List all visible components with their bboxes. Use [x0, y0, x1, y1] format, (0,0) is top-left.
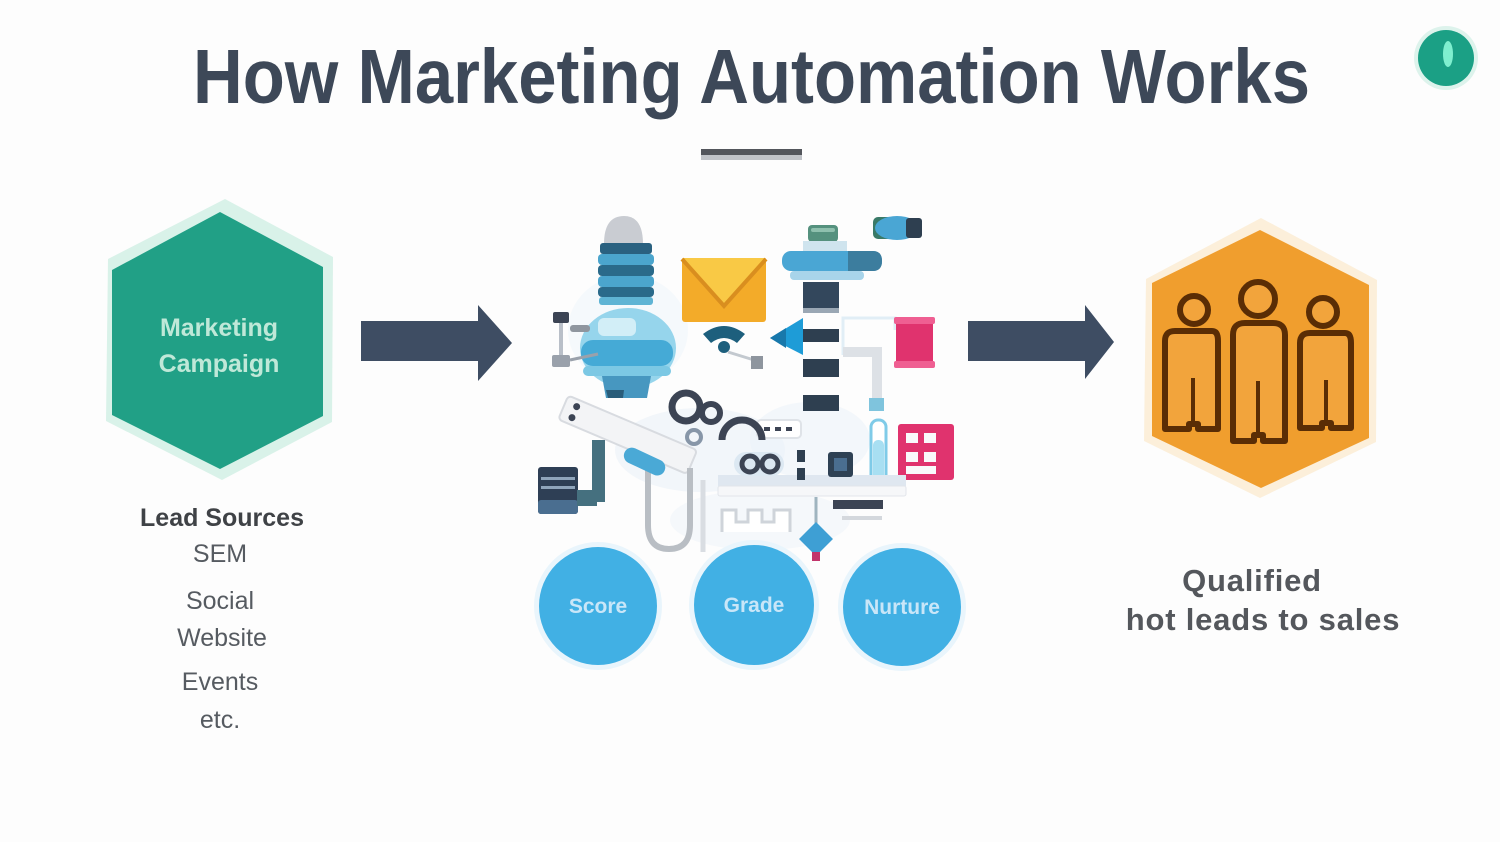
svg-text:Score: Score	[569, 595, 627, 618]
svg-text:Lead Sources: Lead Sources	[140, 504, 304, 532]
svg-text:Grade: Grade	[724, 594, 785, 617]
svg-text:Marketing: Marketing	[160, 314, 278, 342]
svg-text:Events: Events	[182, 668, 258, 696]
svg-text:hot leads to sales: hot leads to sales	[1126, 602, 1401, 637]
svg-text:etc.: etc.	[200, 706, 240, 734]
svg-text:Website: Website	[177, 624, 267, 652]
svg-text:How Marketing Automation Works: How Marketing Automation Works	[193, 34, 1310, 120]
svg-text:Nurture: Nurture	[864, 596, 940, 619]
svg-text:Qualified: Qualified	[1182, 563, 1322, 598]
svg-text:SEM: SEM	[193, 540, 247, 568]
svg-text:Social: Social	[186, 587, 254, 615]
svg-text:Campaign: Campaign	[159, 350, 280, 378]
